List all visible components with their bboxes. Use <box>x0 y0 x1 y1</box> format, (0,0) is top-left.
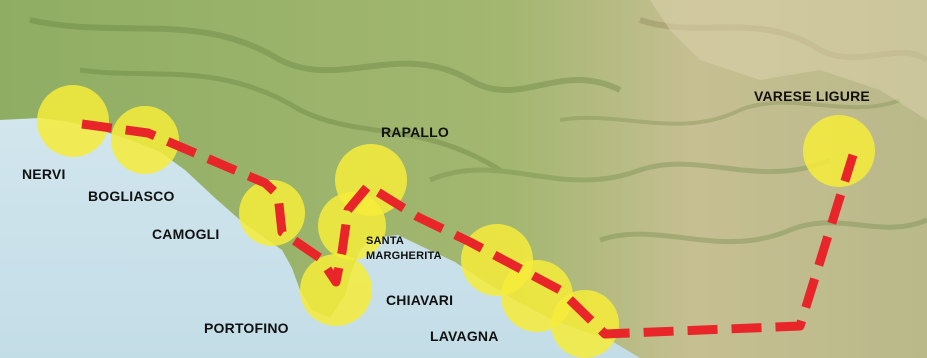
place-label-margherita: MARGHERITA <box>366 250 442 262</box>
stop-marker-lavagna-2 <box>551 290 619 358</box>
place-label-santa: SANTA <box>366 235 405 247</box>
place-label-rapallo: RAPALLO <box>381 124 450 140</box>
place-label-chiavari: CHIAVARI <box>386 292 454 308</box>
place-label-santa-margherita: SANTA MARGHERITA <box>366 234 442 264</box>
place-label-nervi: NERVI <box>22 166 66 182</box>
place-label-portofino: PORTOFINO <box>204 320 289 336</box>
stop-marker-bogliasco <box>111 106 179 174</box>
route-line <box>81 119 858 339</box>
place-label-bogliasco: BOGLIASCO <box>88 188 175 204</box>
place-label-varese-ligure: VARESE LIGURE <box>754 88 870 104</box>
stop-marker-camogli <box>239 180 305 246</box>
place-label-lavagna: LAVAGNA <box>430 328 499 344</box>
stop-marker-portofino <box>300 254 372 326</box>
stop-marker-nervi <box>37 85 109 157</box>
place-label-camogli: CAMOGLI <box>152 226 220 242</box>
highland-area <box>650 0 927 120</box>
stop-marker-varese-ligure <box>803 115 875 187</box>
